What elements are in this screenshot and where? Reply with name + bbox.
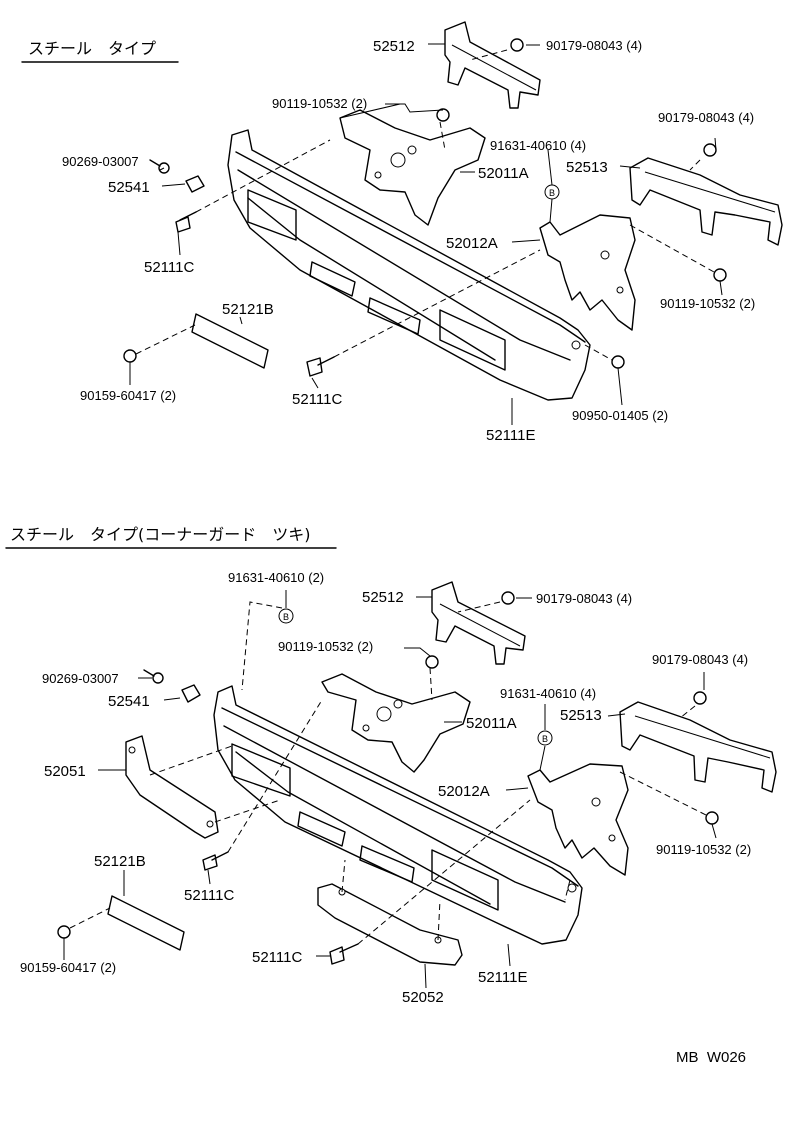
- screw-90269: [143, 669, 164, 684]
- nut-90179-right: [693, 691, 707, 705]
- marker-text: B: [542, 734, 548, 744]
- label-52513: 52513: [566, 159, 608, 176]
- label-52111E: 52111E: [486, 427, 536, 444]
- section-title: スチール タイプ(コーナーガード ツキ): [10, 525, 311, 544]
- label-90119-a: 90119-10532 (2): [272, 96, 367, 111]
- label-52121B: 52121B: [222, 301, 274, 318]
- diagram-code: MB W026: [676, 1049, 746, 1066]
- stay-52011A: [339, 109, 486, 226]
- nut-90179-upper: [501, 591, 515, 605]
- plate-52121B: [107, 895, 185, 951]
- corner-guard-52051: [125, 735, 219, 839]
- label-52512: 52512: [362, 589, 404, 606]
- label-52541: 52541: [108, 693, 150, 710]
- bumper-52111E: [213, 685, 583, 945]
- label-52011A: 52011A: [466, 715, 517, 732]
- bolt-52111C-upper: [175, 211, 197, 233]
- bolt-90119-right: [705, 811, 719, 825]
- label-90179-a: 90179-08043 (4): [546, 38, 642, 53]
- label-90119-a: 90119-10532 (2): [278, 639, 373, 654]
- label-52052: 52052: [402, 989, 444, 1006]
- bolt-90159: [57, 925, 71, 939]
- label-90179-b: 90179-08043 (4): [652, 652, 748, 667]
- bracket-52513: [629, 157, 783, 246]
- bracket-52512: [444, 21, 541, 109]
- label-52111C-b: 52111C: [292, 391, 342, 408]
- label-90950: 90950-01405 (2): [572, 408, 668, 423]
- plug-90950: [611, 355, 625, 369]
- label-52121B: 52121B: [94, 853, 146, 870]
- bracket-52513: [619, 701, 777, 793]
- label-52111E: 52111E: [478, 969, 528, 986]
- label-52012A: 52012A: [438, 783, 490, 800]
- label-91631-a: 91631-40610 (2): [228, 570, 324, 585]
- marker-B-1: B: [544, 184, 560, 200]
- nut-90179-upper: [510, 38, 524, 52]
- label-91631: 91631-40610 (4): [490, 138, 586, 153]
- label-90179-b: 90179-08043 (4): [658, 110, 754, 125]
- label-90269: 90269-03007: [42, 671, 119, 686]
- label-52512: 52512: [373, 38, 415, 55]
- label-52111C-a: 52111C: [144, 259, 194, 276]
- plate-52121B: [191, 313, 269, 369]
- bolt-52111C-upper: [202, 851, 229, 871]
- label-52513: 52513: [560, 707, 602, 724]
- clip-52541: [185, 175, 205, 193]
- stay-52011A: [321, 673, 471, 773]
- nut-90179-right: [703, 143, 717, 157]
- label-52011A: 52011A: [478, 165, 529, 182]
- marker-B-2b: B: [537, 730, 553, 746]
- label-52111C-b: 52111C: [252, 949, 302, 966]
- bolt-52111C-lower: [329, 943, 359, 965]
- bumper-52111E: [227, 129, 591, 401]
- center-guard-52052: [317, 883, 463, 966]
- marker-text: B: [549, 188, 555, 198]
- section-title: スチール タイプ: [28, 39, 156, 58]
- label-90179-a: 90179-08043 (4): [536, 591, 632, 606]
- label-52012A: 52012A: [446, 235, 498, 252]
- bracket-52512: [431, 581, 526, 665]
- screw-90269: [149, 159, 170, 174]
- bolt-90119-upper: [436, 108, 450, 122]
- label-52541: 52541: [108, 179, 150, 196]
- section-steel-type-corner-guard: スチール タイプ(コーナーガード ツキ): [5, 525, 777, 1006]
- bolt-90119-right: [713, 268, 727, 282]
- assembly-lines-1: [135, 49, 715, 361]
- bolt-90159: [123, 349, 137, 363]
- label-90119-b: 90119-10532 (2): [660, 296, 755, 311]
- assembly-lines-2: [69, 601, 707, 945]
- label-90159: 90159-60417 (2): [80, 388, 176, 403]
- label-52111C-a: 52111C: [184, 887, 234, 904]
- bolt-52111C-lower: [306, 356, 335, 377]
- marker-B-2a: B: [278, 608, 294, 624]
- label-90119-b: 90119-10532 (2): [656, 842, 751, 857]
- section-steel-type: スチール タイプ: [21, 21, 783, 444]
- marker-text: B: [283, 612, 289, 622]
- label-52051: 52051: [44, 763, 86, 780]
- leaders-1: [129, 43, 723, 425]
- label-90159: 90159-60417 (2): [20, 960, 116, 975]
- stay-52012A: [527, 763, 629, 876]
- stay-52012A: [539, 214, 636, 331]
- clip-52541: [181, 684, 201, 703]
- bolt-90119-upper: [425, 655, 439, 669]
- label-91631-b: 91631-40610 (4): [500, 686, 596, 701]
- label-90269: 90269-03007: [62, 154, 139, 169]
- leaders-2: [63, 590, 717, 989]
